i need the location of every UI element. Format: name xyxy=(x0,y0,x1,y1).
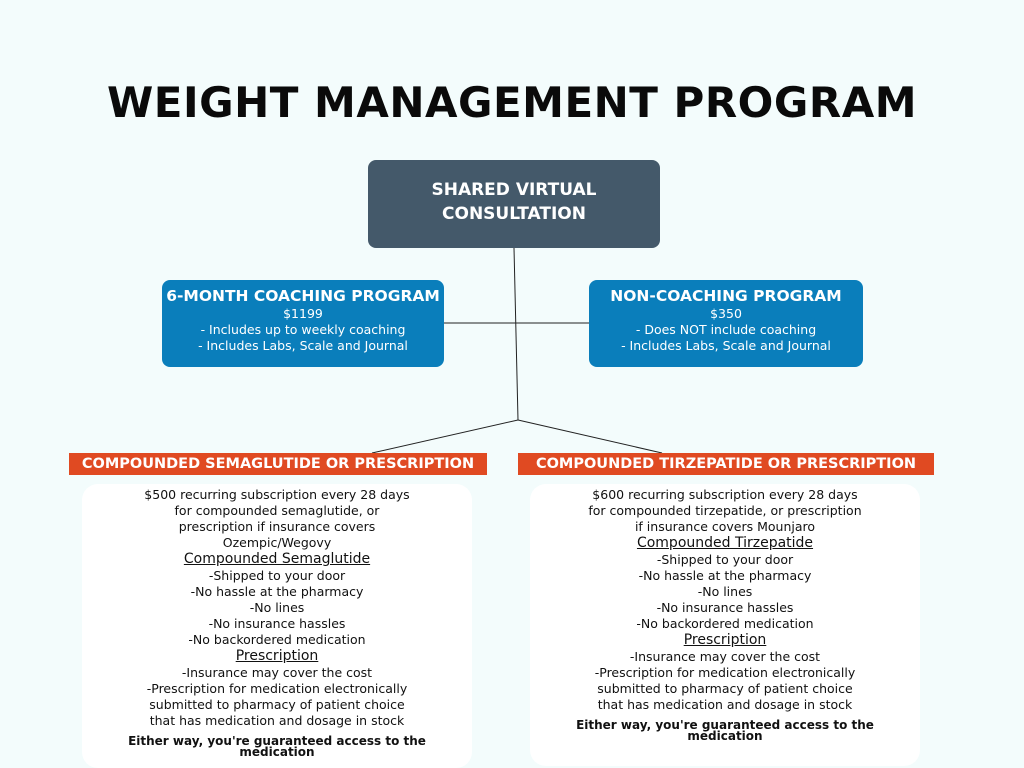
tirzepatide-banner: COMPOUNDED TIRZEPATIDE OR PRESCRIPTION xyxy=(518,453,934,475)
non-coaching-feature: - Includes Labs, Scale and Journal xyxy=(621,338,831,353)
non-coaching-title: NON-COACHING PROGRAM xyxy=(610,287,842,305)
root-line-1: SHARED VIRTUAL xyxy=(431,180,597,200)
semaglutide-footer: Either way, you're guaranteed access to … xyxy=(128,734,426,748)
tirzepatide-prescription-item: -Insurance may cover the cost xyxy=(629,649,821,664)
semaglutide-compounded-item: -No backordered medication xyxy=(188,632,366,647)
tirzepatide-compounded-item: -No lines xyxy=(697,584,753,599)
tirzepatide-prescription-heading: Prescription xyxy=(683,632,767,648)
tirzepatide-compounded-item: -No backordered medication xyxy=(636,616,814,631)
semaglutide-prescription-heading: Prescription xyxy=(235,648,319,664)
semaglutide-card: $500 recurring subscription every 28 day… xyxy=(82,484,472,768)
non-coaching-feature: - Does NOT include coaching xyxy=(635,322,817,337)
tirzepatide-intro-line: $600 recurring subscription every 28 day… xyxy=(592,487,858,502)
coaching-title: 6-MONTH COACHING PROGRAM xyxy=(166,287,440,305)
tirzepatide-prescription-item: submitted to pharmacy of patient choice xyxy=(597,681,853,696)
semaglutide-footer: medication xyxy=(239,745,315,759)
tirzepatide-compounded-item: -No insurance hassles xyxy=(656,600,794,615)
connector-split-right xyxy=(517,419,663,454)
semaglutide-prescription-item: that has medication and dosage in stock xyxy=(149,713,405,728)
root-line-2: CONSULTATION xyxy=(442,204,586,224)
tirzepatide-prescription-item: that has medication and dosage in stock xyxy=(597,697,853,712)
connector-split-left xyxy=(371,419,519,454)
semaglutide-compounded-item: -No insurance hassles xyxy=(208,616,346,631)
semaglutide-banner: COMPOUNDED SEMAGLUTIDE OR PRESCRIPTION xyxy=(69,453,487,475)
semaglutide-compounded-item: -No lines xyxy=(249,600,305,615)
tirzepatide-footer: medication xyxy=(687,729,763,743)
coaching-program-node: 6-MONTH COACHING PROGRAM $1199 - Include… xyxy=(162,280,444,367)
tirzepatide-intro-line: if insurance covers Mounjaro xyxy=(634,519,816,534)
semaglutide-intro-line: for compounded semaglutide, or xyxy=(174,503,380,518)
tirzepatide-compounded-heading: Compounded Tirzepatide xyxy=(636,535,814,551)
semaglutide-intro-line: prescription if insurance covers xyxy=(178,519,376,534)
tirzepatide-prescription-item: -Prescription for medication electronica… xyxy=(594,665,856,680)
semaglutide-compounded-heading: Compounded Semaglutide xyxy=(183,551,371,567)
tirzepatide-footer: Either way, you're guaranteed access to … xyxy=(576,718,874,732)
tirzepatide-compounded-item: -Shipped to your door xyxy=(656,552,794,567)
non-coaching-program-node: NON-COACHING PROGRAM $350 - Does NOT inc… xyxy=(589,280,863,367)
coaching-feature: - Includes Labs, Scale and Journal xyxy=(198,338,408,353)
coaching-price: $1199 xyxy=(283,306,323,321)
semaglutide-compounded-item: -Shipped to your door xyxy=(208,568,346,583)
tirzepatide-card: $600 recurring subscription every 28 day… xyxy=(530,484,920,766)
semaglutide-prescription-item: -Insurance may cover the cost xyxy=(181,665,373,680)
semaglutide-prescription-item: submitted to pharmacy of patient choice xyxy=(149,697,405,712)
non-coaching-price: $350 xyxy=(710,306,742,321)
tirzepatide-intro-line: for compounded tirzepatide, or prescript… xyxy=(588,503,862,518)
tirzepatide-compounded-item: -No hassle at the pharmacy xyxy=(638,568,812,583)
semaglutide-compounded-item: -No hassle at the pharmacy xyxy=(190,584,364,599)
page-title: WEIGHT MANAGEMENT PROGRAM xyxy=(106,78,917,127)
coaching-feature: - Includes up to weekly coaching xyxy=(200,322,406,337)
shared-consultation-node: SHARED VIRTUAL CONSULTATION xyxy=(368,160,660,248)
semaglutide-intro-line: Ozempic/Wegovy xyxy=(222,535,332,550)
semaglutide-prescription-item: -Prescription for medication electronica… xyxy=(146,681,408,696)
semaglutide-intro-line: $500 recurring subscription every 28 day… xyxy=(144,487,410,502)
connector-root-to-split xyxy=(513,247,519,421)
